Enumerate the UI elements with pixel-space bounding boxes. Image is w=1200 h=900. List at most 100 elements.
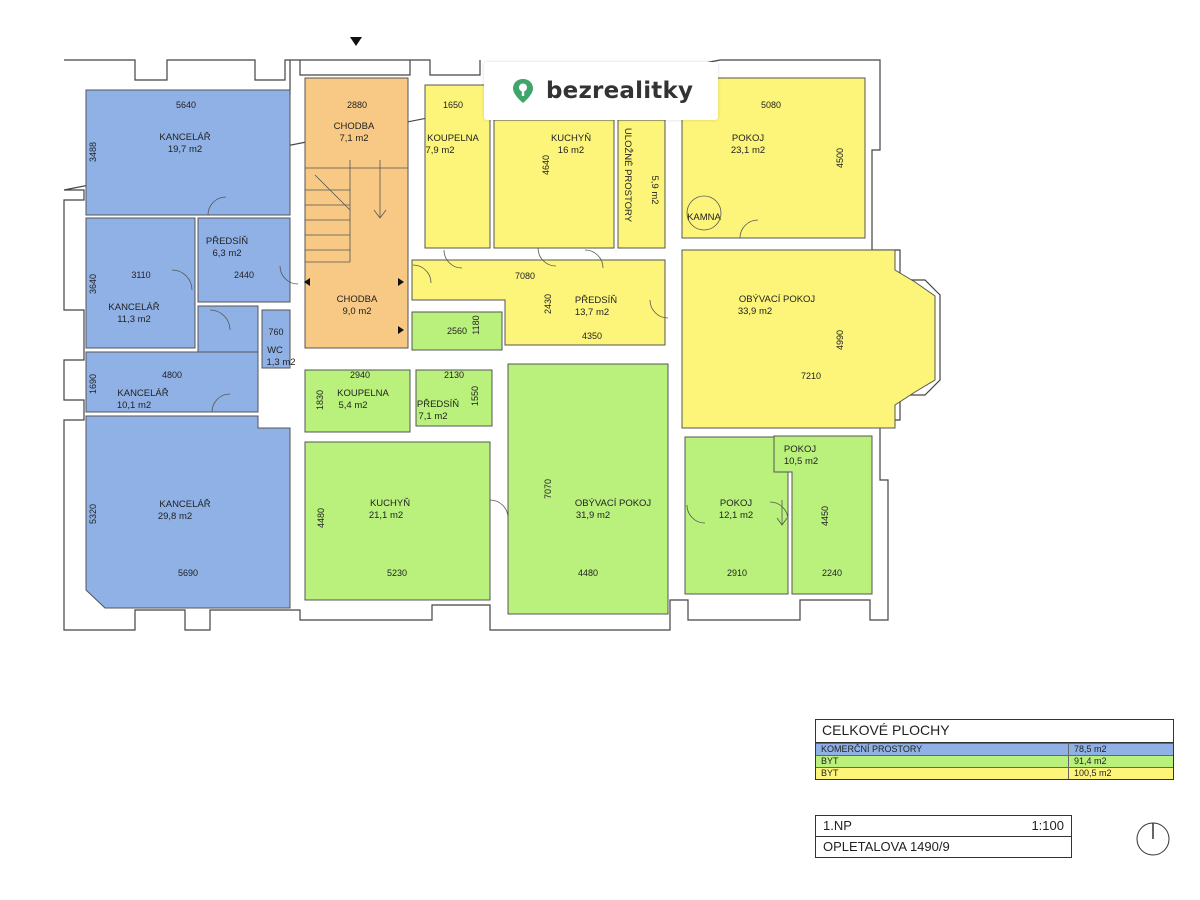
room-r20 <box>773 435 873 595</box>
totals-row: BYT 100,5 m2 <box>816 767 1173 779</box>
room-name: OBÝVACÍ POKOJ <box>739 294 816 305</box>
room-r12 <box>681 77 866 239</box>
dimension: 3488 <box>88 142 98 162</box>
green-apartment <box>304 311 873 615</box>
room-r14 <box>681 249 936 429</box>
dimension: 5640 <box>176 100 196 110</box>
dimension: 4990 <box>835 330 845 350</box>
commercial-rooms <box>85 89 291 609</box>
room-r15 <box>304 369 411 433</box>
dimension: 3640 <box>88 274 98 294</box>
room-r13 <box>411 259 666 346</box>
room-name: CHODBA <box>337 294 378 305</box>
totals-row-value: 78,5 m2 <box>1074 744 1107 754</box>
room-area: 9,0 m2 <box>342 306 371 317</box>
door-swings <box>171 196 789 524</box>
dimension: 7080 <box>515 271 535 281</box>
totals-row-name: BYT <box>816 768 1069 779</box>
title-block-address-row: OPLETALOVA 1490/9 <box>816 836 1071 857</box>
entrance-arrow <box>350 37 362 46</box>
room-name: PŘEDSÍŇ <box>417 399 459 410</box>
totals-row-value: 91,4 m2 <box>1074 756 1107 766</box>
dimension-labels: 5640 3488 2880 1650 5080 4640 4500 3110 … <box>88 100 845 578</box>
room-name: POKOJ <box>732 133 764 144</box>
room-area: 23,1 m2 <box>731 145 765 156</box>
corridor-rooms <box>304 77 409 349</box>
dimension: 4450 <box>820 506 830 526</box>
room-area: 31,9 m2 <box>576 510 610 521</box>
room-name: POKOJ <box>784 444 816 455</box>
dimension: 4640 <box>541 155 551 175</box>
room-name: PŘEDSÍŇ <box>575 295 617 306</box>
dimension: 1650 <box>443 100 463 110</box>
dimension: 5080 <box>761 100 781 110</box>
dimension: 5690 <box>178 568 198 578</box>
brand-logo: bezrealitky <box>484 62 718 120</box>
room-area: 16 m2 <box>558 145 584 156</box>
dimension: 1550 <box>470 386 480 406</box>
room-area: 7,1 m2 <box>339 133 368 144</box>
room-name: POKOJ <box>720 498 752 509</box>
scale-label: 1:100 <box>1031 818 1064 833</box>
room-r7 <box>304 77 409 349</box>
room-area: 5,9 m2 <box>649 175 660 204</box>
dimension: 7210 <box>801 371 821 381</box>
dimension: 7070 <box>543 479 553 499</box>
room-r4 <box>261 309 291 369</box>
totals-row-value: 100,5 m2 <box>1074 768 1112 778</box>
area-totals-table: CELKOVÉ PLOCHY KOMERČNÍ PROSTORY 78,5 m2… <box>815 719 1174 780</box>
brand-name: bezrealitky <box>546 78 694 104</box>
room-area: 10,1 m2 <box>117 400 151 411</box>
room-r3 <box>85 217 196 349</box>
room-area: 33,9 m2 <box>738 306 772 317</box>
totals-row-name: KOMERČNÍ PROSTORY <box>816 744 1069 755</box>
room-r9 <box>424 84 491 249</box>
room-name: KOUPELNA <box>427 133 479 144</box>
yellow-apartment <box>411 77 936 429</box>
dimension: 2560 <box>447 326 467 336</box>
room-r19 <box>684 436 789 595</box>
dimension: 2130 <box>444 370 464 380</box>
dimension: 2430 <box>543 294 553 314</box>
room-name: KANCELÁŘ <box>108 302 159 313</box>
room-r10 <box>493 119 615 249</box>
totals-row: KOMERČNÍ PROSTORY 78,5 m2 <box>816 743 1173 755</box>
dimension: 2940 <box>350 370 370 380</box>
room-r11 <box>617 119 666 249</box>
floor-label: 1.NP <box>823 818 852 833</box>
room-name: KANCELÁŘ <box>159 132 210 143</box>
room-r17 <box>304 441 491 601</box>
dimension: 2880 <box>347 100 367 110</box>
kamna-label: KAMNA <box>687 212 721 223</box>
dimension: 3110 <box>131 270 150 280</box>
room-r5 <box>85 351 259 413</box>
room-name: WC <box>267 345 283 356</box>
room-name: CHODBA <box>334 121 375 132</box>
title-block-floor-row: 1.NP 1:100 <box>816 816 1071 836</box>
outer-walls <box>63 59 941 631</box>
dimension: 5320 <box>88 504 98 524</box>
dimension: 4500 <box>835 148 845 168</box>
address-label: OPLETALOVA 1490/9 <box>823 839 950 854</box>
room-area: 29,8 m2 <box>158 511 192 522</box>
corridor-arrow <box>398 326 404 334</box>
room-area: 5,4 m2 <box>338 400 367 411</box>
room-area: 10,5 m2 <box>784 456 818 467</box>
room-area: 7,1 m2 <box>418 411 447 422</box>
room-name: KANCELÁŘ <box>117 388 168 399</box>
dimension: 4800 <box>162 370 182 380</box>
room-area: 13,7 m2 <box>575 307 609 318</box>
dimension: 760 <box>268 327 283 337</box>
totals-title: CELKOVÉ PLOCHY <box>816 720 1173 743</box>
room-name: KANCELÁŘ <box>159 499 210 510</box>
dimension: 1690 <box>88 374 98 394</box>
dimension: 2910 <box>727 568 747 578</box>
dimension: 1830 <box>315 390 325 410</box>
corridor-arrow <box>398 278 404 286</box>
room-area: 7,9 m2 <box>425 145 454 156</box>
room-r16 <box>415 369 493 427</box>
room-name: PŘEDSÍŇ <box>206 236 248 247</box>
dimension: 4350 <box>582 331 602 341</box>
room-r16a <box>411 311 503 351</box>
room-name: KUCHYŇ <box>551 133 591 144</box>
